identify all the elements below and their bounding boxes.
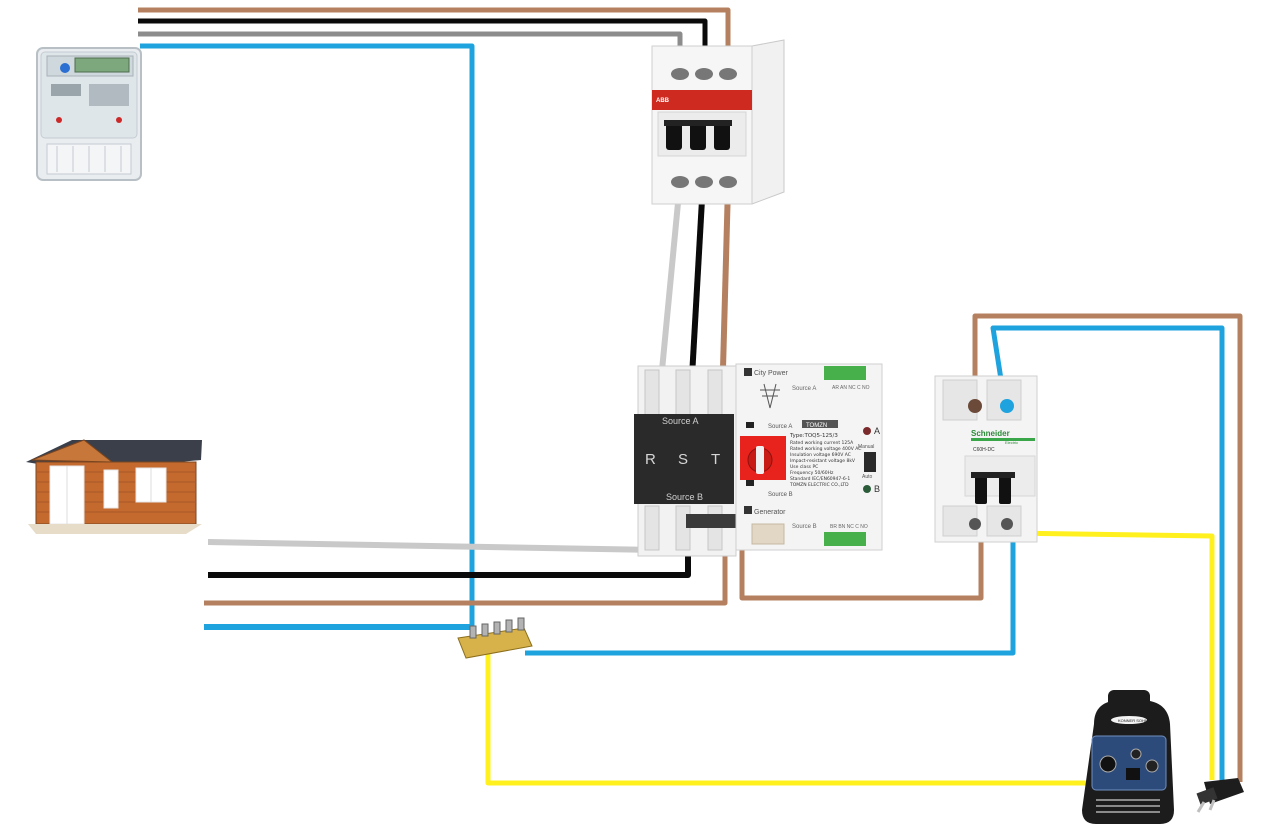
ats-generator-label: Generator	[754, 509, 786, 516]
ats-spec-1: Rated working voltage 400V AC	[790, 446, 861, 452]
house-icon	[26, 439, 202, 534]
generator-brand: KONNER SOHNEN	[1118, 718, 1153, 723]
mode-switch[interactable]	[864, 452, 876, 472]
indicator-a-lamp	[863, 427, 871, 435]
ats-type-line: Type:TOQ5-125/3	[789, 433, 838, 439]
ats-city-power-label: City Power	[754, 370, 789, 377]
ats-source-b-bottom: Source B	[792, 524, 817, 530]
ats-phase-t: T	[711, 451, 720, 468]
ats-phase-s: S	[678, 451, 688, 468]
wire-yellow-ground-generator	[485, 650, 1100, 786]
ats-phase-r: R	[645, 451, 656, 468]
ats-top-terminal-label: AR AN NC C NO	[832, 385, 870, 391]
breaker-3p-brand: ABB	[656, 98, 670, 104]
ats-spec-2: Insulation voltage 690V AC	[790, 452, 851, 458]
ats-source-a-knob-label: Source A	[768, 424, 792, 430]
wire-brown-2p-to-ats-b	[739, 520, 984, 601]
electric-meter-icon	[36, 47, 142, 181]
breaker-2p-brand: Schneider	[971, 429, 1010, 438]
ats-indicator-a: A	[874, 426, 880, 436]
wire-yellow-ground-2p	[1009, 530, 1215, 780]
ats-spec-4: Use class PC	[790, 464, 818, 470]
plug-icon	[1196, 778, 1244, 813]
wire-blue-neutral-to-2p	[525, 532, 1016, 656]
ats-source-a-small: Source A	[792, 386, 816, 392]
neutral-busbar-icon	[457, 617, 533, 659]
indicator-b-lamp	[863, 485, 871, 493]
ats-spec-6: Standard IEC/EN60947-6-1	[790, 476, 850, 482]
ats-indicator-b: B	[874, 484, 880, 494]
generator-icon: KONNER SOHNEN	[1082, 690, 1174, 824]
ats-spec-3: Impact-resistant voltage 8kV	[790, 458, 856, 464]
selector-knob[interactable]	[740, 436, 786, 480]
wire-grey-to-house	[207, 525, 658, 553]
ats-auto-label: Auto	[862, 474, 873, 480]
ats-bottom-terminal-label: BR BN NC C NO	[830, 524, 868, 530]
breaker-2p-brand-sub: Electric	[1005, 440, 1018, 445]
ats-source-b-knob-label: Source B	[768, 492, 793, 498]
transfer-switch-icon: Source A R S T Source B City Power Sourc…	[634, 363, 883, 557]
ats-spec-5: Frequency 50/60Hz	[790, 470, 834, 476]
pylon-icon	[760, 383, 780, 409]
wire-blue-plug-to-2p	[990, 325, 1225, 782]
ats-manual-label: Manual	[858, 444, 874, 450]
wire-brown-plug-to-2p	[972, 313, 1243, 782]
wire-blue-neutral-main	[140, 43, 475, 634]
wire-grey-top-feed	[138, 31, 683, 66]
ats-brand: TOMZN	[806, 423, 827, 429]
ats-spec-7: TOMZN ELECTRIC CO.,LTD	[789, 482, 849, 488]
breaker-2p-model: C60H-DC	[973, 447, 995, 453]
ats-spec-0: Rated working current 125A	[790, 440, 854, 446]
two-pole-breaker-icon: Schneider Electric C60H-DC	[934, 375, 1038, 543]
ats-source-a-label: Source A	[662, 416, 699, 426]
three-pole-breaker-icon: ABB	[651, 39, 785, 205]
ats-source-b-label: Source B	[666, 492, 703, 502]
